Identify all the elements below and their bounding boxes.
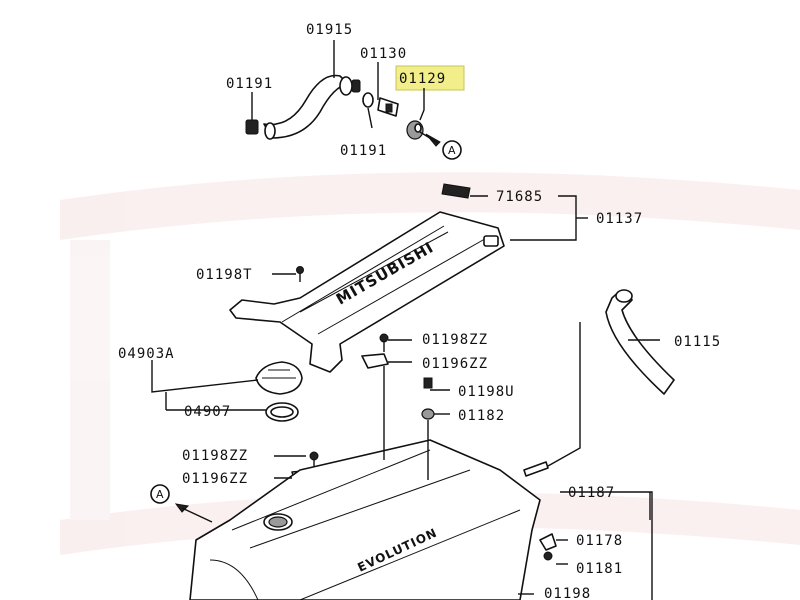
marker-a-left: A <box>150 484 213 523</box>
svg-text:A: A <box>448 144 456 157</box>
label-71685: 71685 <box>496 189 543 205</box>
label-01115: 01115 <box>674 334 721 350</box>
label-01198ZZ-upper: 01198ZZ <box>422 332 488 348</box>
label-01191-bottom: 01191 <box>340 143 387 159</box>
rocker-cover: EVOLUTION <box>189 439 541 600</box>
label-01178: 01178 <box>576 533 623 549</box>
label-01181: 01181 <box>576 561 623 577</box>
label-04907: 04907 <box>184 404 231 420</box>
label-01196ZZ-upper: 01196ZZ <box>422 356 488 372</box>
label-01182: 01182 <box>458 408 505 424</box>
highlight-box <box>395 65 465 91</box>
label-01198U: 01198U <box>458 384 515 400</box>
label-01130: 01130 <box>360 46 407 62</box>
label-01129: 01129 <box>399 71 446 87</box>
label-01198T: 01198T <box>196 267 253 283</box>
label-01915: 01915 <box>306 22 353 38</box>
label-01196ZZ-lower: 01196ZZ <box>182 471 248 487</box>
marker-a-top: A <box>442 140 462 160</box>
part-labels: 01915 01130 01129 01191 01191 71685 0113… <box>118 22 721 600</box>
label-01187: 01187 <box>568 485 615 501</box>
label-01191-top: 01191 <box>226 76 273 92</box>
label-01137: 01137 <box>596 211 643 227</box>
label-01198ZZ-lower: 01198ZZ <box>182 448 248 464</box>
hose-assembly <box>245 74 441 147</box>
label-04903A: 04903A <box>118 346 175 362</box>
leader-lines <box>151 40 660 600</box>
label-01198: 01198 <box>544 586 591 600</box>
svg-text:A: A <box>156 488 164 501</box>
breather-hose <box>605 289 675 395</box>
